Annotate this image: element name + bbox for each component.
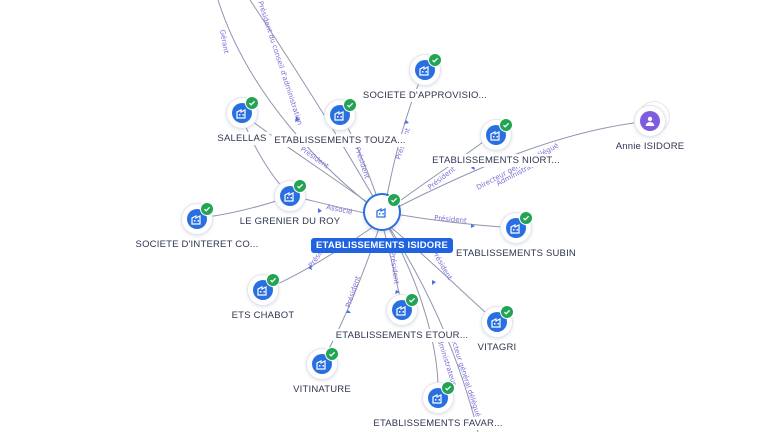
verified-check-icon: [428, 53, 442, 67]
node-label: VITAGRI: [474, 341, 520, 354]
edge-label-president-vitinature: Président: [344, 275, 362, 309]
verified-check-icon: [266, 273, 280, 287]
node-label: VITINATURE: [290, 383, 354, 396]
node-label: SOCIETE D'INTERET CO...: [132, 238, 262, 251]
edge-vitagri: [383, 221, 496, 322]
verified-check-icon: [325, 347, 339, 361]
node-label: ETABLISSEMENTS FAVAR...: [370, 417, 506, 430]
verified-check-icon: [387, 193, 401, 207]
node-label: ETABLISSEMENTS SUBIN: [453, 247, 579, 260]
verified-check-icon: [245, 96, 259, 110]
node-label: ETABLISSEMENTS NIORT...: [429, 154, 563, 167]
node-label: Annie ISIDORE: [612, 140, 688, 153]
verified-check-icon: [405, 293, 419, 307]
edge-pca: [249, 0, 383, 213]
node-label: SOCIETE D'APPROVISIO...: [359, 89, 491, 102]
verified-check-icon: [519, 211, 533, 225]
edge-label-president-touza: Président: [353, 146, 371, 180]
edge-label-president-subin: Président: [434, 214, 467, 225]
edge-subin: [394, 213, 515, 229]
node-label: LE GRENIER DU ROY: [236, 215, 344, 228]
center-node-label: ETABLISSEMENTS ISIDORE: [311, 238, 453, 253]
edge-label-gerant: Gérant: [218, 29, 230, 54]
verified-check-icon: [499, 118, 513, 132]
node-label: ETABLISSEMENTS TOUZA...: [271, 134, 409, 147]
node-label: ETS CHABOT: [228, 309, 298, 322]
edge-label-pca: Président du conseil d'administration: [256, 0, 304, 126]
node-label: SALELLAS: [214, 132, 270, 145]
verified-check-icon: [343, 98, 357, 112]
node-label: ETABLISSEMENTS ETOUR...: [332, 329, 472, 342]
verified-check-icon: [500, 305, 514, 319]
edge-salellas: [241, 112, 382, 213]
verified-check-icon: [293, 179, 307, 193]
person-icon: [640, 111, 660, 131]
verified-check-icon: [441, 381, 455, 395]
verified-check-icon: [200, 202, 214, 216]
edge-label-president-etour: Président: [388, 251, 401, 285]
building-icon: [371, 201, 393, 223]
